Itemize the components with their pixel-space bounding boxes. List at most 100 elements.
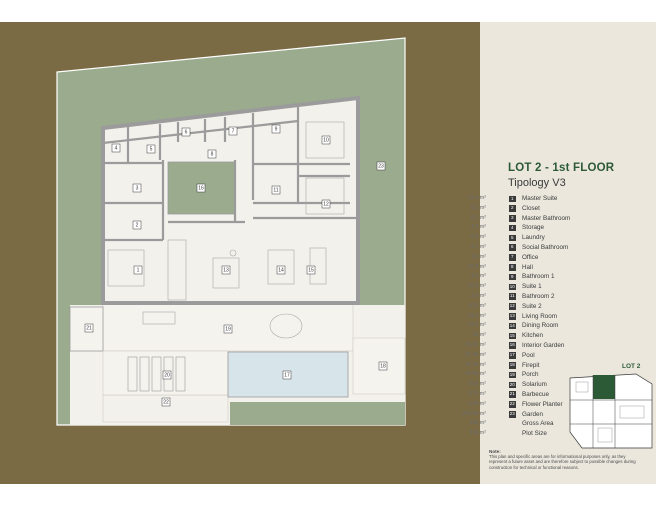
room-number-badge: 3	[509, 215, 516, 222]
room-name: Garden	[522, 410, 544, 418]
room-marker	[133, 265, 143, 275]
room-area: 4,5 m²	[470, 253, 486, 260]
room-marker-number: 9	[275, 126, 278, 132]
interior-walls	[102, 107, 358, 242]
room-marker	[378, 361, 388, 371]
room-marker-number: 22	[163, 399, 169, 405]
room-number-badge: 13	[509, 313, 516, 320]
room-marker-number: 14	[278, 267, 284, 273]
room-marker	[111, 143, 121, 153]
room-name: Living Room	[522, 312, 557, 320]
room-marker-number: 20	[164, 372, 170, 378]
legend-row: 2,7 m² 6 Social Bathroom	[430, 243, 590, 253]
room-area: 3,9 m²	[470, 292, 486, 299]
room-number-badge: 17	[509, 352, 516, 359]
room-number-badge: 19	[509, 371, 516, 379]
room-area: 5,2 m²	[470, 234, 486, 241]
room-name: Flower Planter	[522, 400, 563, 408]
room-marker	[207, 149, 217, 159]
room-name: Dining Room	[522, 322, 559, 330]
room-area: 42,90 m²	[465, 371, 486, 378]
room-marker-number: 13	[223, 267, 229, 273]
room-marker-number: 16	[198, 185, 204, 191]
room-marker	[271, 124, 281, 134]
page-title: LOT 2 - 1st FLOOR	[508, 162, 615, 174]
room-area: 3,3 m²	[470, 224, 486, 231]
lawn-right	[230, 402, 405, 425]
room-marker	[282, 370, 292, 380]
room-number-badge: 23	[509, 411, 516, 418]
room-marker	[306, 265, 316, 275]
legend-row: 204,58 m² 23 Garden	[430, 410, 590, 420]
room-marker	[84, 323, 94, 333]
exterior-walls	[101, 95, 360, 305]
room-marker-number: 21	[86, 325, 92, 331]
room-area: 539 m²	[469, 430, 487, 437]
room-name: Plot Size	[522, 430, 547, 438]
room-name: Storage	[522, 224, 545, 232]
room-number-badge: 1	[509, 195, 516, 202]
room-marker-number: 6	[185, 129, 188, 135]
furniture	[107, 121, 345, 339]
room-marker-number: 18	[380, 363, 386, 369]
room-number-badge: 8	[509, 264, 516, 271]
room-marker-number: 10	[323, 137, 329, 143]
room-area: 16,9 m²	[468, 302, 486, 309]
room-name: Bathroom 1	[522, 273, 555, 281]
room-marker-number: 7	[232, 128, 235, 134]
room-area: 9,70 m²	[468, 390, 486, 397]
room-area: 21,40 m²	[465, 351, 486, 358]
room-name: Office	[522, 253, 539, 261]
room-number-badge: 10	[509, 283, 516, 291]
room-name: Bathroom 2	[522, 292, 555, 300]
room-marker-number: 12	[323, 201, 329, 207]
disclaimer-note: Note: This plan and specific areas are f…	[489, 449, 637, 470]
room-marker	[196, 183, 206, 193]
room-area: 12,4 m²	[468, 195, 486, 201]
room-marker	[181, 127, 191, 137]
room-marker-number: 1	[137, 267, 140, 273]
room-area: 2,7 m²	[470, 243, 486, 250]
room-marker-number: 8	[211, 151, 214, 157]
room-marker-number: 3	[136, 185, 139, 191]
room-area: 15,8 m²	[468, 263, 486, 270]
room-number-badge: 7	[509, 254, 516, 261]
room-name: Pool	[522, 351, 535, 359]
room-area: 13,5 m²	[468, 322, 486, 329]
room-number-badge: 11	[509, 293, 516, 300]
room-marker	[276, 265, 286, 275]
room-marker	[271, 185, 281, 195]
note-heading: Note:	[489, 449, 501, 454]
legend-row: 3,3 m² 4 Storage	[430, 223, 590, 233]
room-area: 11,34 m²	[465, 361, 486, 368]
room-number-badge: 15	[509, 332, 516, 340]
room-area: 16,3 m²	[468, 283, 486, 290]
room-name: Solarium	[522, 381, 547, 389]
legend-row: 12,4 m² 1 Master Suite	[430, 194, 590, 204]
room-marker	[376, 161, 386, 171]
room-name: Master Suite	[522, 195, 558, 202]
room-area: 6,1 m²	[470, 214, 486, 221]
room-number-badge: 4	[509, 224, 516, 232]
room-name: Barbecue	[522, 390, 549, 398]
room-number-badge: 6	[509, 244, 516, 251]
room-name: Social Bathroom	[522, 243, 569, 251]
room-area: 204,58 m²	[462, 410, 486, 417]
room-area: 9,04 m²	[468, 400, 486, 407]
room-marker-number: 4	[115, 145, 118, 151]
